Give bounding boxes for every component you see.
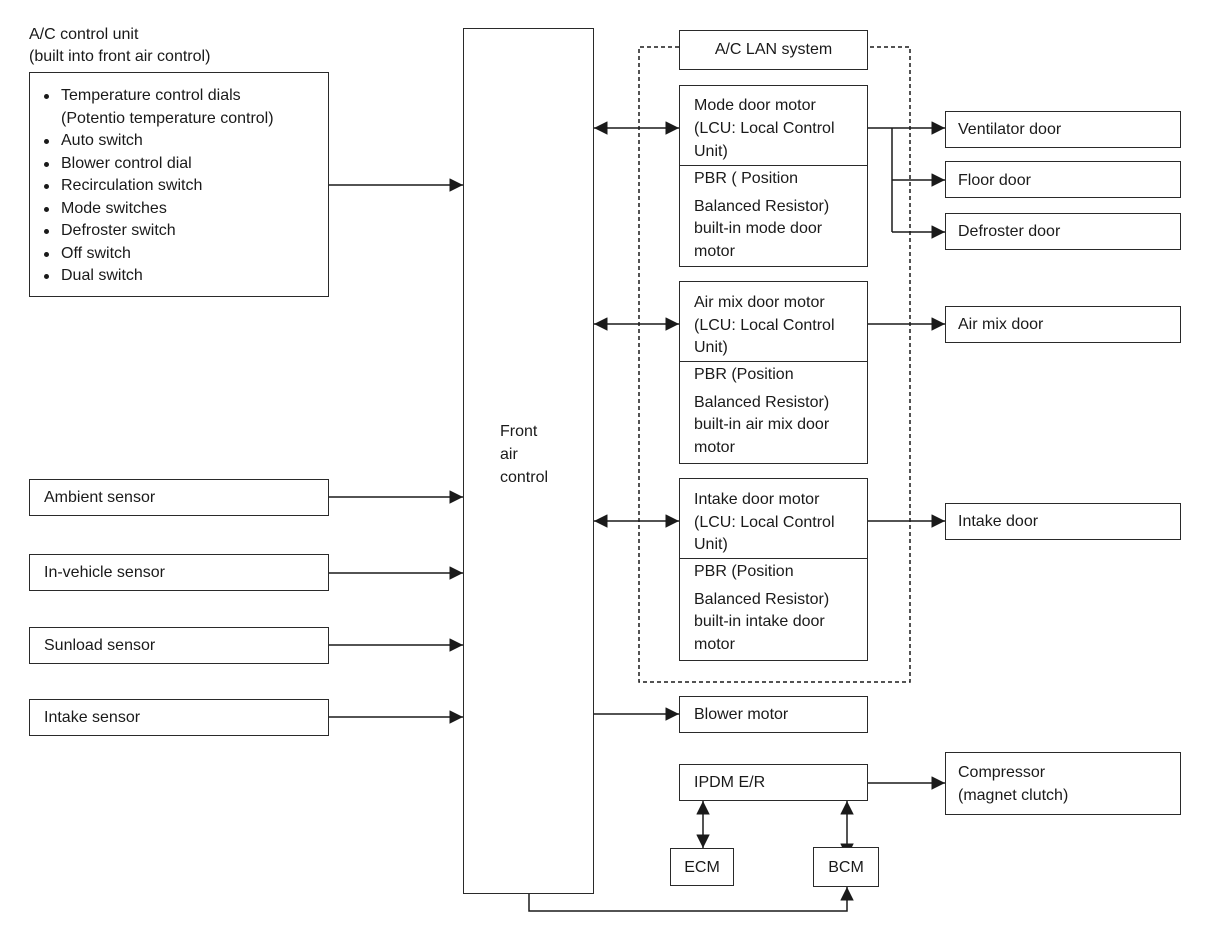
mode-motor-pbr-1: PBR ( Position — [694, 170, 799, 187]
ambient-sensor-box: Ambient sensor — [29, 479, 329, 516]
intake-motor-pbr-3: built-in intake door — [694, 613, 825, 630]
switch-list-item-label: Off switch — [61, 244, 131, 262]
switch-list-item: (Potentio temperature control) — [44, 108, 274, 131]
bcm-label: BCM — [828, 859, 864, 876]
bullet-icon — [44, 274, 49, 279]
defroster-door-label: Defroster door — [958, 223, 1061, 240]
blower-motor-box: Blower motor — [679, 696, 868, 733]
front-air-control-label-1: Front — [500, 423, 538, 440]
intake-motor-divider — [680, 558, 867, 559]
bullet-icon — [44, 94, 49, 99]
intake-sensor-box: Intake sensor — [29, 699, 329, 736]
mode-motor-lcu-2: (LCU: Local Control — [694, 120, 835, 137]
switch-list-item-label: Temperature control dials — [61, 87, 241, 104]
ventilator-door-label: Ventilator door — [958, 121, 1062, 138]
airmix-motor-divider — [680, 361, 867, 362]
mode-motor-pbr-4: motor — [694, 243, 735, 260]
bullet-icon — [44, 139, 49, 144]
switch-list-item: Mode switches — [44, 198, 274, 221]
ac-lan-title-box: A/C LAN system — [679, 30, 868, 70]
switch-list-item-label: Auto switch — [61, 132, 143, 149]
compressor-label-2: (magnet clutch) — [958, 787, 1069, 804]
ventilator-door-box: Ventilator door — [945, 111, 1181, 148]
airmix-door-motor-box: Air mix door motor (LCU: Local Control U… — [679, 281, 868, 464]
ipdm-box: IPDM E/R — [679, 764, 868, 801]
floor-door-label: Floor door — [958, 172, 1031, 189]
switch-list-item-label: Dual switch — [61, 267, 143, 284]
switch-list-item-label: Defroster switch — [61, 222, 176, 239]
intake-door-box: Intake door — [945, 503, 1181, 540]
intake-door-motor-box: Intake door motor (LCU: Local Control Un… — [679, 478, 868, 661]
switch-list-item-label: (Potentio temperature control) — [61, 109, 274, 127]
intake-motor-pbr-4: motor — [694, 636, 735, 653]
ambient-sensor-label: Ambient sensor — [44, 489, 156, 506]
ecm-box: ECM — [670, 848, 734, 886]
sunload-sensor-box: Sunload sensor — [29, 627, 329, 664]
mode-door-motor-box: Mode door motor (LCU: Local Control Unit… — [679, 85, 868, 267]
switch-list-item: Recirculation switch — [44, 175, 274, 198]
compressor-box: Compressor (magnet clutch) — [945, 752, 1181, 815]
mode-motor-divider — [680, 165, 867, 166]
in-vehicle-sensor-label: In-vehicle sensor — [44, 564, 165, 581]
bullet-icon — [44, 184, 49, 189]
in-vehicle-sensor-box: In-vehicle sensor — [29, 554, 329, 591]
bullet-icon — [44, 229, 49, 234]
bcm-box: BCM — [813, 847, 879, 887]
control-unit-subtitle: (built into front air control) — [29, 48, 211, 65]
switch-list: Temperature control dials (Potentio tempe… — [44, 85, 274, 288]
mode-motor-pbr-2: Balanced Resistor) — [694, 198, 830, 215]
switch-list-item: Auto switch — [44, 130, 274, 153]
front-air-control-box: Front air control — [463, 28, 594, 894]
intake-motor-lcu-2: (LCU: Local Control — [694, 514, 835, 531]
mode-motor-lcu-1: Mode door motor — [694, 97, 816, 114]
switch-list-item: Blower control dial — [44, 153, 274, 176]
bullet-icon — [44, 206, 49, 212]
intake-motor-pbr-1: PBR (Position — [694, 563, 794, 580]
air-mix-door-box: Air mix door — [945, 306, 1181, 343]
switch-list-item-label: Mode switches — [61, 199, 167, 217]
mode-motor-lcu-3: Unit) — [694, 143, 728, 160]
blower-motor-label: Blower motor — [694, 706, 789, 723]
bullet-icon — [44, 161, 49, 167]
front-air-control-label-2: air — [500, 446, 518, 463]
air-mix-door-label: Air mix door — [958, 316, 1044, 333]
airmix-motor-pbr-3: built-in air mix door — [694, 416, 830, 433]
ipdm-label: IPDM E/R — [694, 774, 766, 791]
floor-door-box: Floor door — [945, 161, 1181, 198]
switch-list-item: Dual switch — [44, 265, 274, 288]
intake-sensor-label: Intake sensor — [44, 709, 141, 726]
airmix-motor-lcu-1: Air mix door motor — [694, 294, 825, 311]
intake-motor-pbr-2: Balanced Resistor) — [694, 591, 830, 608]
sunload-sensor-label: Sunload sensor — [44, 637, 156, 654]
airmix-motor-pbr-2: Balanced Resistor) — [694, 394, 830, 411]
compressor-label-1: Compressor — [958, 764, 1046, 781]
intake-door-label: Intake door — [958, 513, 1039, 530]
switch-list-item: Off switch — [44, 243, 274, 266]
airmix-motor-lcu-2: (LCU: Local Control — [694, 317, 835, 334]
switch-list-item-label: Recirculation switch — [61, 177, 203, 194]
airmix-motor-pbr-4: motor — [694, 439, 735, 456]
ac-lan-title: A/C LAN system — [714, 41, 833, 58]
airmix-motor-pbr-1: PBR (Position — [694, 366, 794, 383]
control-unit-box: Temperature control dials (Potentio tempe… — [29, 72, 329, 297]
ecm-label: ECM — [684, 859, 720, 876]
intake-motor-lcu-3: Unit) — [694, 536, 728, 553]
switch-list-item: Defroster switch — [44, 220, 274, 243]
intake-motor-lcu-1: Intake door motor — [694, 491, 820, 508]
switch-list-item: Temperature control dials — [44, 85, 274, 108]
control-unit-title: A/C control unit — [29, 26, 139, 43]
bullet-icon — [44, 251, 49, 257]
arrow-front-air-to-bcm — [528, 887, 854, 912]
defroster-door-box: Defroster door — [945, 213, 1181, 250]
mode-motor-pbr-3: built-in mode door — [694, 220, 823, 237]
front-air-control-label-3: control — [500, 469, 549, 486]
switch-list-item-label: Blower control dial — [61, 154, 192, 172]
airmix-motor-lcu-3: Unit) — [694, 339, 728, 356]
